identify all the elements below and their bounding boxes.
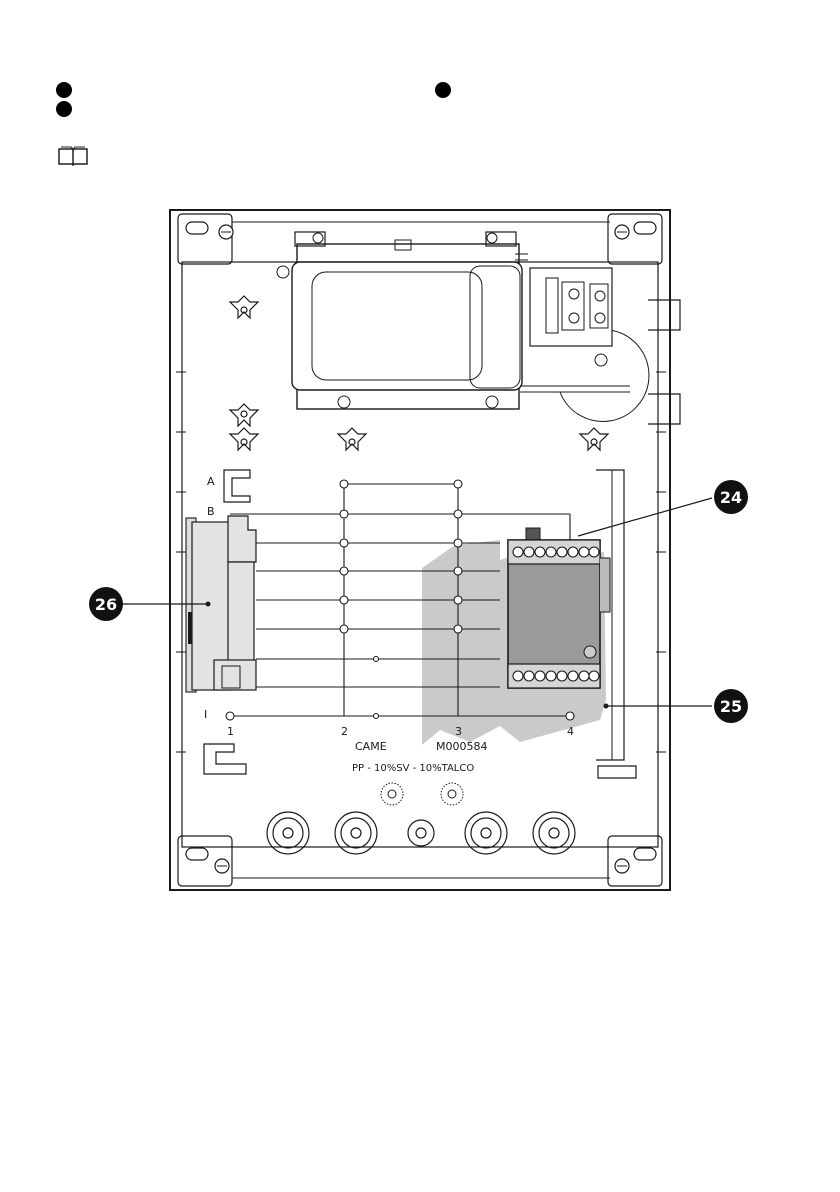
row-label-b: B <box>207 505 215 518</box>
corner-mount-top-right <box>608 214 662 264</box>
callout-25-label: 25 <box>720 697 742 716</box>
row-label-a: A <box>207 475 215 488</box>
column-label-2: 2 <box>341 725 348 738</box>
column-label-3: 3 <box>455 725 462 738</box>
corner-mount-top-left <box>178 214 233 264</box>
callout-26-label: 26 <box>95 595 117 614</box>
corner-mount-bottom-right <box>608 836 662 886</box>
date-stamp-dials <box>381 783 463 805</box>
callout-24-label: 24 <box>720 488 742 507</box>
transformer <box>277 232 528 409</box>
row-label-i: I <box>204 708 207 721</box>
relay-module-24 <box>508 528 610 688</box>
terminal-block <box>520 268 649 421</box>
code-text: M000584 <box>436 740 487 753</box>
cable-glands <box>267 812 575 854</box>
brand-text: CAME <box>355 740 387 753</box>
corner-mount-bottom-left <box>178 836 232 886</box>
column-label-1: 1 <box>227 725 234 738</box>
column-label-4: 4 <box>567 725 574 738</box>
material-text: PP - 10%SV - 10%TALCO <box>352 763 474 774</box>
leader-line-24 <box>578 498 712 536</box>
